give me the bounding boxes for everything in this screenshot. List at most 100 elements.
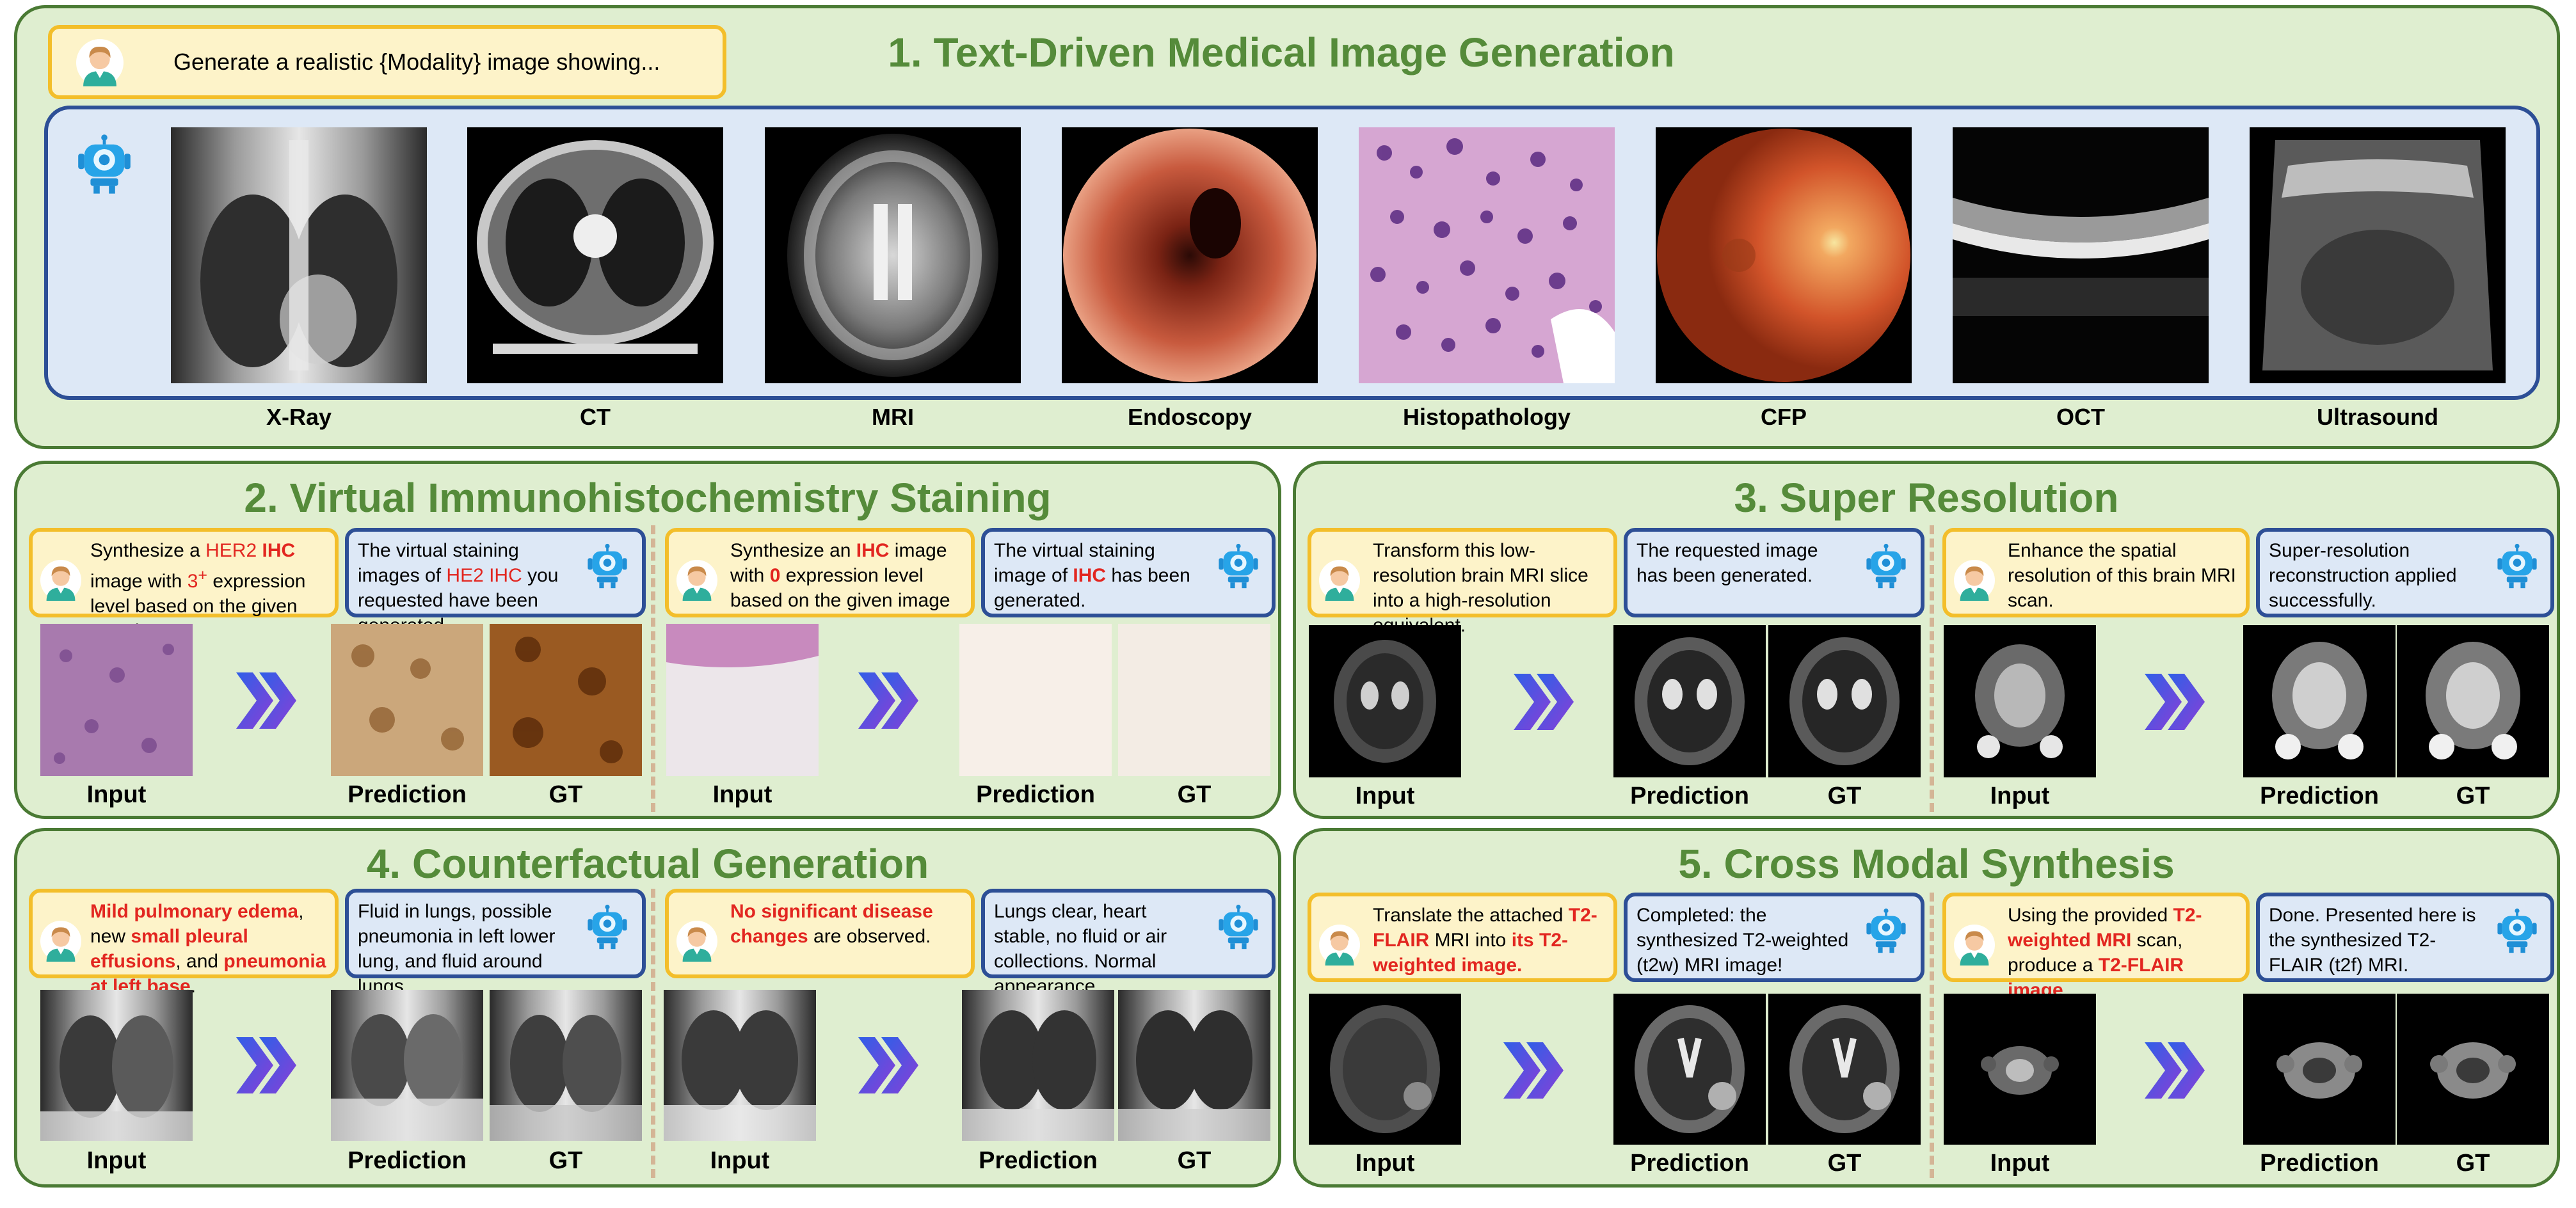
modality-label-oct: OCT bbox=[2056, 404, 2105, 430]
modality-label-ultrasound: Ultrasound bbox=[2316, 404, 2438, 430]
cross-modal-synthesis-panel: 5. Cross Modal Synthesis Translate the a… bbox=[1293, 828, 2560, 1188]
xray-image bbox=[171, 127, 427, 383]
double-chevron-arrow-icon bbox=[856, 1033, 920, 1097]
gt-label: GT bbox=[1827, 783, 1862, 809]
double-chevron-arrow-icon bbox=[1511, 670, 1575, 734]
ground-truth-image bbox=[1118, 624, 1270, 776]
histopathology-image bbox=[1359, 127, 1615, 383]
prediction-image bbox=[962, 990, 1114, 1141]
prediction-image bbox=[959, 624, 1112, 776]
prediction-label: Prediction bbox=[2260, 1150, 2379, 1177]
section-title: 5. Cross Modal Synthesis bbox=[1678, 841, 2175, 887]
cfp-image bbox=[1656, 127, 1912, 383]
section-title: 2. Virtual Immunohistochemistry Staining bbox=[244, 475, 1052, 521]
prediction-label: Prediction bbox=[2260, 783, 2379, 809]
double-chevron-arrow-icon bbox=[234, 669, 298, 733]
double-chevron-arrow-icon bbox=[2142, 1038, 2206, 1102]
input-label: Input bbox=[1990, 783, 2050, 809]
gt-label: GT bbox=[548, 1147, 583, 1174]
input-image bbox=[666, 624, 819, 776]
input-label: Input bbox=[1355, 1150, 1415, 1177]
prediction-label: Prediction bbox=[1630, 1150, 1749, 1177]
user-avatar-icon bbox=[676, 560, 717, 601]
modality-label-xray: X-Ray bbox=[266, 404, 332, 430]
ground-truth-image bbox=[1118, 990, 1270, 1141]
user-avatar-icon bbox=[1954, 925, 1995, 966]
input-label: Input bbox=[712, 781, 772, 808]
divider bbox=[1930, 893, 1934, 1178]
robot-icon bbox=[1863, 908, 1909, 954]
ground-truth-image bbox=[2397, 994, 2549, 1145]
ihc-staining-panel: 2. Virtual Immunohistochemistry Staining… bbox=[14, 461, 1281, 819]
user-avatar-icon bbox=[676, 921, 717, 962]
prediction-label: Prediction bbox=[348, 781, 467, 808]
divider bbox=[1930, 525, 1934, 812]
gt-label: GT bbox=[548, 781, 583, 808]
modality-label-cfp: CFP bbox=[1761, 404, 1807, 430]
mri-image bbox=[765, 127, 1021, 383]
input-image bbox=[1944, 625, 2096, 777]
prediction-image bbox=[1613, 625, 1766, 777]
prediction-label: Prediction bbox=[976, 781, 1095, 808]
robot-icon bbox=[584, 904, 630, 950]
double-chevron-arrow-icon bbox=[1501, 1038, 1565, 1102]
input-image bbox=[1944, 994, 2096, 1145]
gt-label: GT bbox=[1177, 781, 1212, 808]
user-prompt-bubble: Using the provided T2-weighted MRI scan,… bbox=[1942, 893, 2250, 1001]
section-title: 4. Counterfactual Generation bbox=[366, 841, 929, 887]
robot-icon bbox=[1863, 543, 1909, 589]
input-image bbox=[1309, 994, 1461, 1145]
user-avatar-icon bbox=[40, 560, 81, 601]
modality-label-endoscopy: Endoscopy bbox=[1127, 404, 1252, 430]
modality-label-mri: MRI bbox=[872, 404, 914, 430]
section-title: 3. Super Resolution bbox=[1734, 475, 2119, 521]
user-prompt-bubble: Enhance the spatial resolution of this b… bbox=[1942, 528, 2250, 617]
counterfactual-panel: 4. Counterfactual Generation Mild pulmon… bbox=[14, 828, 1281, 1188]
prediction-image bbox=[331, 990, 483, 1141]
robot-icon bbox=[2494, 543, 2540, 589]
user-avatar-icon bbox=[40, 921, 81, 962]
ground-truth-image bbox=[490, 990, 642, 1141]
ground-truth-image bbox=[2397, 625, 2549, 777]
user-prompt-bubble: Synthesize an IHC image with 0 expressio… bbox=[665, 528, 975, 617]
input-image bbox=[1309, 625, 1461, 777]
robot-icon bbox=[2494, 908, 2540, 954]
input-image bbox=[40, 624, 193, 776]
ultrasound-image bbox=[2250, 127, 2506, 383]
user-avatar-icon bbox=[76, 39, 124, 86]
gt-label: GT bbox=[1177, 1147, 1212, 1174]
prediction-label: Prediction bbox=[348, 1147, 467, 1174]
super-resolution-panel: 3. Super Resolution Transform this low-r… bbox=[1293, 461, 2560, 819]
robot-icon bbox=[1215, 904, 1261, 950]
input-label: Input bbox=[1990, 1150, 2050, 1177]
input-label: Input bbox=[1355, 783, 1415, 809]
double-chevron-arrow-icon bbox=[856, 669, 920, 733]
bot-response-bubble: The requested image has been generated. bbox=[1624, 528, 1924, 617]
oct-image bbox=[1953, 127, 2209, 383]
double-chevron-arrow-icon bbox=[234, 1033, 298, 1097]
prediction-label: Prediction bbox=[979, 1147, 1098, 1174]
gt-label: GT bbox=[1827, 1150, 1862, 1177]
user-avatar-icon bbox=[1319, 925, 1360, 966]
gt-label: GT bbox=[2456, 783, 2490, 809]
divider bbox=[651, 889, 655, 1178]
prediction-image bbox=[1613, 994, 1766, 1145]
prediction-label: Prediction bbox=[1630, 783, 1749, 809]
robot-icon bbox=[1215, 543, 1261, 589]
ct-image bbox=[467, 127, 723, 383]
input-label: Input bbox=[86, 1147, 147, 1174]
user-avatar-icon bbox=[1319, 560, 1360, 601]
double-chevron-arrow-icon bbox=[2142, 670, 2206, 734]
ground-truth-image bbox=[1768, 625, 1921, 777]
endoscopy-image bbox=[1062, 127, 1318, 383]
prediction-image bbox=[331, 624, 483, 776]
input-image bbox=[664, 990, 816, 1141]
prediction-image bbox=[2243, 994, 2396, 1145]
robot-icon bbox=[584, 543, 630, 589]
section-title: 1. Text-Driven Medical Image Generation bbox=[888, 29, 1675, 76]
prediction-image bbox=[2243, 625, 2396, 777]
robot-icon bbox=[74, 134, 135, 195]
user-prompt-bubble: No significant disease changes are obser… bbox=[665, 889, 975, 978]
divider bbox=[651, 525, 655, 812]
gt-label: GT bbox=[2456, 1150, 2490, 1177]
